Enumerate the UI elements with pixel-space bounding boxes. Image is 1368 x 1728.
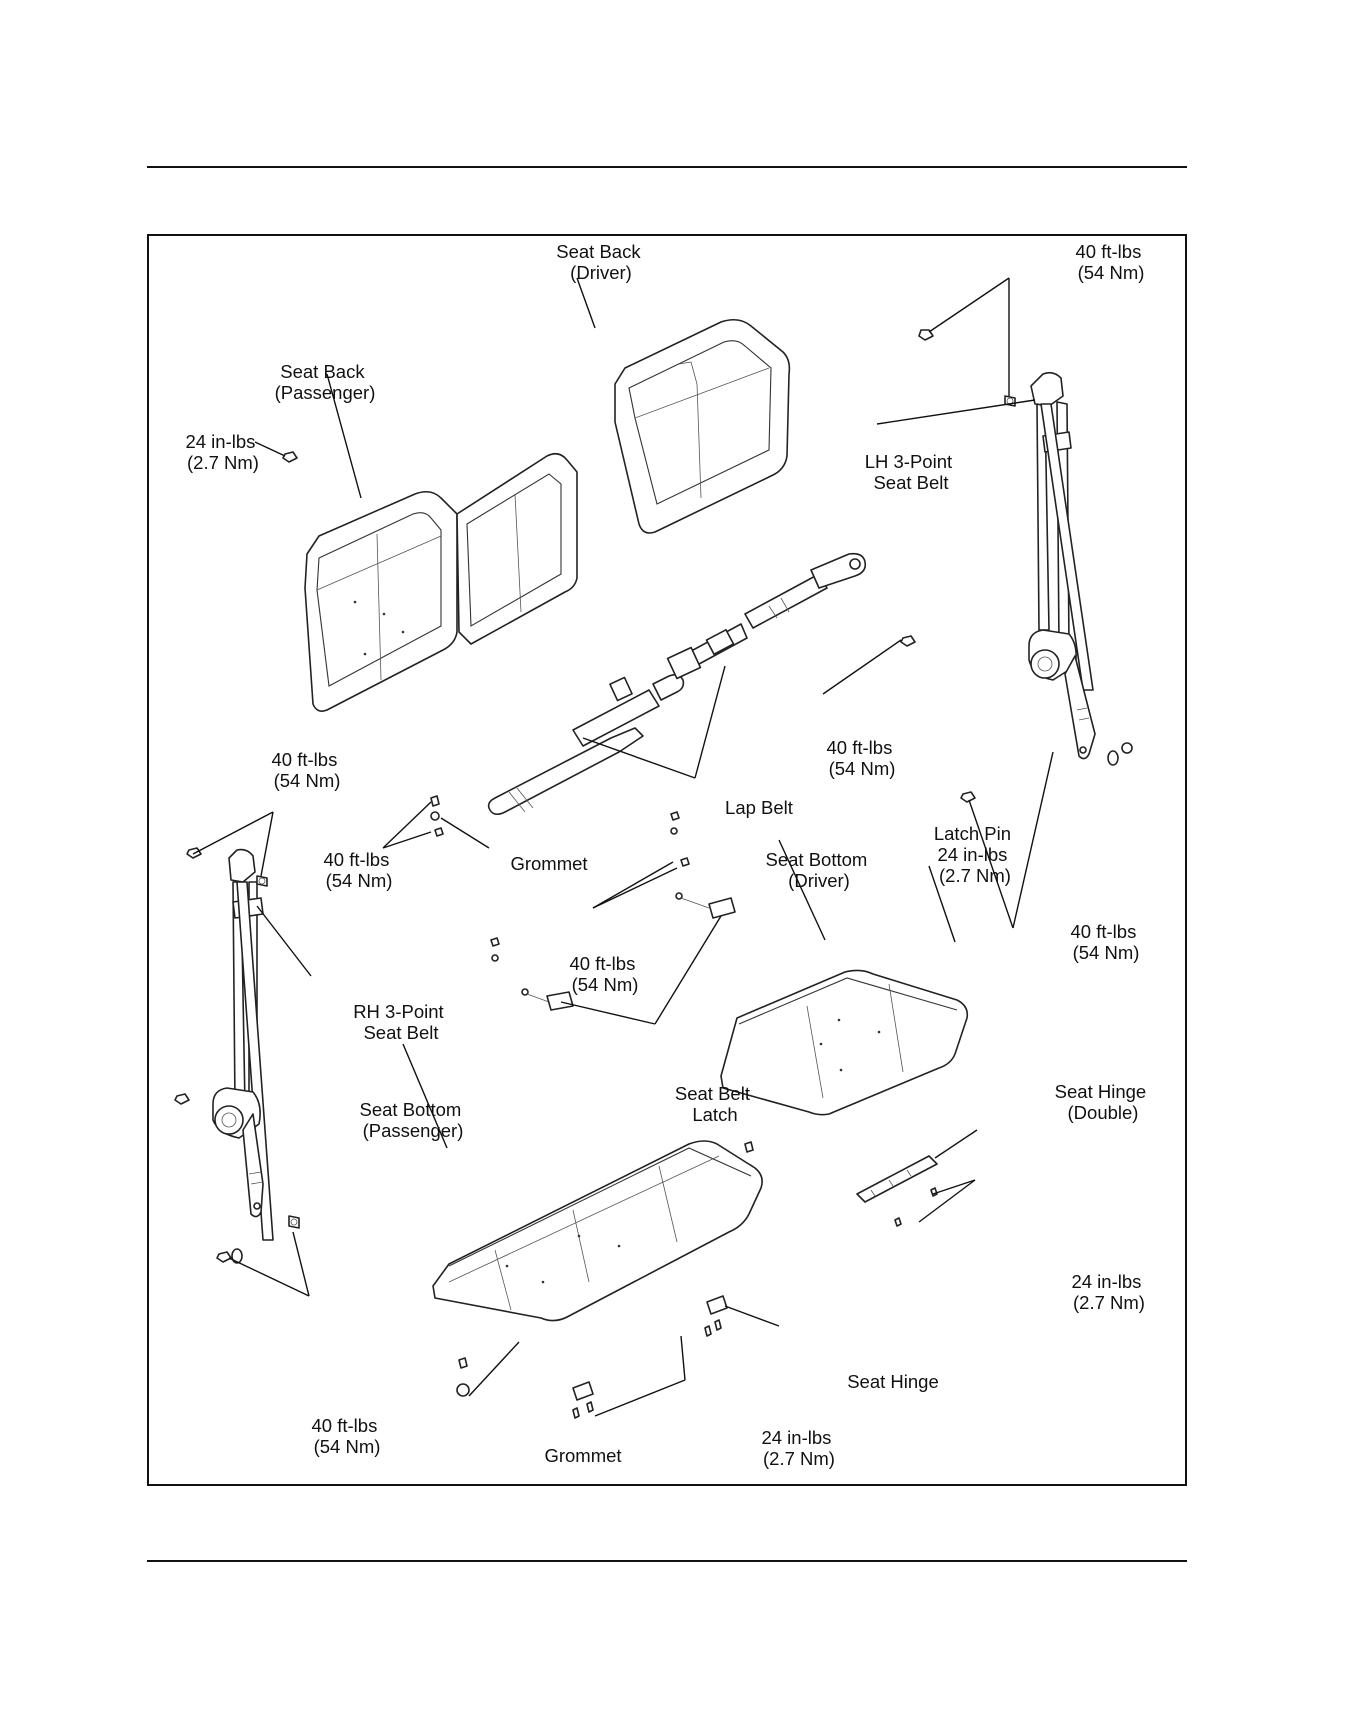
header-rule <box>147 166 1187 168</box>
seat-hinge <box>572 1295 728 1419</box>
label-torque-40-mid-right: 40 ft-lbs (54 Nm) <box>827 737 898 779</box>
seat-belt-latches <box>282 451 736 1011</box>
seat-back-passenger <box>304 452 578 712</box>
seat-bottom-passenger <box>432 1140 763 1397</box>
lh-3-point-seat-belt <box>900 329 1133 803</box>
label-torque-40-top-right: 40 ft-lbs (54 Nm) <box>1076 241 1147 283</box>
label-seat-hinge-double: Seat Hinge (Double) <box>1055 1081 1152 1123</box>
label-seat-back-driver: Seat Back (Driver) <box>556 241 645 283</box>
seat-hinge-double <box>856 1155 938 1227</box>
callout-labels: Seat Back (Driver) Seat Back (Passenger)… <box>185 241 1152 1469</box>
label-grommet-top: Grommet <box>510 853 587 874</box>
label-rh-seat-belt: RH 3-Point Seat Belt <box>353 1001 449 1043</box>
seat-back-driver <box>614 318 791 534</box>
lap-belt <box>487 552 867 816</box>
label-torque-24-hinge-double: 24 in-lbs (2.7 Nm) <box>1071 1271 1146 1313</box>
label-seat-back-passenger: Seat Back (Passenger) <box>275 361 376 403</box>
label-grommet-bottom: Grommet <box>544 1445 621 1466</box>
exploded-view-figure: Seat Back (Driver) Seat Back (Passenger)… <box>147 234 1187 1486</box>
label-torque-40-lower-right: 40 ft-lbs (54 Nm) <box>1071 921 1142 963</box>
label-torque-40-center-left: 40 ft-lbs (54 Nm) <box>324 849 395 891</box>
label-seat-bottom-driver: Seat Bottom (Driver) <box>766 849 873 891</box>
label-torque-40-latch: 40 ft-lbs (54 Nm) <box>570 953 641 995</box>
label-lh-seat-belt: LH 3-Point Seat Belt <box>865 451 958 493</box>
label-seat-belt-latch: Seat Belt Latch <box>675 1083 755 1125</box>
label-torque-40-left: 40 ft-lbs (54 Nm) <box>272 749 343 791</box>
label-torque-24-top-left: 24 in-lbs (2.7 Nm) <box>185 431 260 473</box>
label-seat-bottom-passenger: Seat Bottom (Passenger) <box>360 1099 467 1141</box>
label-seat-hinge: Seat Hinge <box>847 1371 939 1392</box>
footer-rule <box>147 1560 1187 1562</box>
rh-3-point-seat-belt <box>174 847 300 1264</box>
label-torque-24-bottom: 24 in-lbs (2.7 Nm) <box>761 1427 836 1469</box>
leader-lines <box>192 277 1054 1417</box>
label-lap-belt: Lap Belt <box>725 797 793 818</box>
seat-assembly-diagram: Seat Back (Driver) Seat Back (Passenger)… <box>174 241 1152 1469</box>
seat-bottom-driver <box>720 969 969 1176</box>
label-torque-40-bottom-left: 40 ft-lbs (54 Nm) <box>312 1415 383 1457</box>
label-latch-pin: Latch Pin 24 in-lbs (2.7 Nm) <box>934 823 1016 886</box>
